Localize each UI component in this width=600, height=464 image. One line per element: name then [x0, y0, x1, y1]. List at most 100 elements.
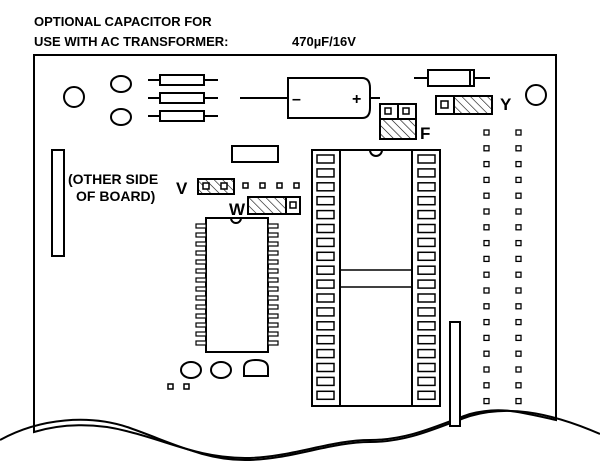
oval-pad — [210, 361, 232, 379]
header-pad — [483, 271, 490, 278]
left-ic-pin — [267, 250, 279, 256]
socket-pin — [417, 168, 436, 178]
header-pad — [515, 129, 522, 136]
left-ic-pin — [195, 268, 207, 274]
left-ic-pin — [267, 295, 279, 301]
socket-pin — [316, 307, 335, 317]
pad-row — [242, 182, 300, 189]
left-ic-pin — [195, 241, 207, 247]
left-ic-pin — [267, 304, 279, 310]
left-ic-pin — [267, 313, 279, 319]
socket-pin — [417, 182, 436, 192]
socket-pin — [316, 237, 335, 248]
socket-pin — [316, 168, 335, 178]
socket-pin — [417, 334, 436, 345]
jumper-w-label: W — [229, 200, 246, 219]
socket-pin — [316, 321, 335, 331]
socket-pin — [316, 376, 335, 387]
mounting-hole-right — [525, 84, 547, 106]
socket-pin — [417, 390, 436, 401]
left-ic-pin — [267, 259, 279, 265]
header-pad — [515, 397, 522, 405]
small-component — [231, 145, 279, 163]
ground-curve — [0, 409, 600, 462]
socket-pin — [316, 251, 335, 262]
resistor — [148, 92, 218, 104]
header-pad — [515, 334, 522, 342]
header-pad — [515, 192, 522, 199]
left-ic-pin — [195, 286, 207, 292]
resistor — [148, 110, 218, 122]
header-pad — [515, 303, 522, 310]
oval-pad — [110, 108, 132, 126]
header-pad — [515, 160, 522, 168]
socket-pin — [417, 279, 436, 289]
left-ic-pin — [195, 322, 207, 328]
left-ic-pin — [267, 241, 279, 247]
other-side-note-line-1: (OTHER SIDE — [68, 171, 158, 187]
header-pad — [483, 192, 490, 199]
small-pad — [167, 383, 174, 390]
electrolytic-capacitor: – + — [240, 77, 380, 119]
header-pad — [483, 129, 490, 136]
header-pad — [515, 271, 522, 278]
left-ic-pin — [195, 250, 207, 256]
header-pad — [515, 224, 522, 231]
socket-pin — [316, 293, 335, 303]
header-pad — [483, 334, 490, 342]
oval-pad — [110, 75, 132, 93]
socket-pin — [316, 154, 335, 164]
capacitor-plus-sign: + — [352, 91, 361, 108]
header-pad — [515, 287, 522, 294]
left-ic-pin — [267, 331, 279, 337]
header-pad — [483, 382, 490, 389]
left-ic-pin — [267, 277, 279, 283]
socket-pin — [417, 293, 436, 303]
jumper-y — [435, 95, 493, 115]
socket-pin — [417, 237, 436, 248]
header-pad — [483, 160, 490, 168]
header-pad — [483, 239, 490, 247]
header-pad — [515, 350, 522, 357]
socket-pin — [316, 390, 335, 401]
caption-line-1: OPTIONAL CAPACITOR FOR — [34, 14, 212, 29]
vertical-bracket — [449, 321, 461, 427]
diode — [414, 69, 490, 87]
other-side-note-line-2: OF BOARD) — [76, 188, 155, 204]
header-pad — [515, 145, 522, 152]
right-pin-header — [483, 129, 522, 405]
header-pad — [515, 176, 522, 184]
left-ic-pin — [267, 286, 279, 292]
header-pad — [483, 287, 490, 294]
socket-pin — [417, 362, 436, 373]
socket-pin — [316, 362, 335, 373]
socket-pin — [417, 209, 436, 220]
header-pad — [515, 382, 522, 389]
caption-line-2: USE WITH AC TRANSFORMER: — [34, 34, 229, 49]
jumper-f-label: F — [420, 124, 430, 143]
header-pad — [515, 208, 522, 215]
jumper-w — [247, 196, 301, 215]
header-pad — [483, 176, 490, 184]
mounting-hole-left — [63, 86, 85, 108]
board-outline — [33, 54, 557, 460]
socket-pin — [417, 265, 436, 275]
header-pad — [483, 224, 490, 231]
jumper-v — [197, 178, 235, 195]
socket-pin — [316, 348, 335, 359]
left-ic-pin — [267, 232, 279, 238]
left-ic-pin — [195, 259, 207, 265]
socket-pin — [417, 307, 436, 317]
socket-pin — [316, 223, 335, 234]
left-ic-pin — [195, 340, 207, 346]
large-ic-socket — [311, 149, 441, 407]
capacitor-minus-sign: – — [292, 91, 301, 108]
header-pad — [515, 255, 522, 263]
jumper-v-label: V — [176, 179, 188, 198]
socket-pin — [417, 195, 436, 206]
socket-pin — [417, 154, 436, 164]
header-pad — [515, 366, 522, 373]
header-pad — [483, 318, 490, 326]
left-ic-pin — [195, 277, 207, 283]
